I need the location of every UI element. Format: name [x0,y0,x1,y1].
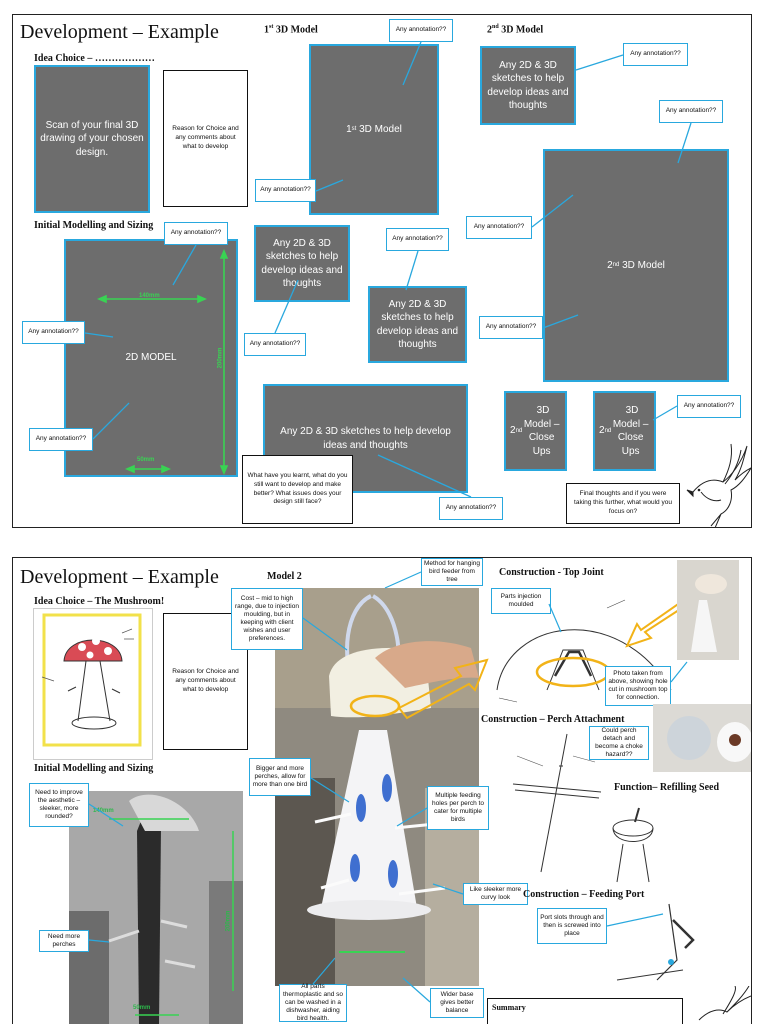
annotation-note-9: Any annotation?? [479,316,543,339]
perch-attachment-sketch [512,733,602,873]
annotation-note-3: Any annotation?? [659,100,723,123]
model-3d-1-heading: 1st 3D Model [264,24,318,36]
idea-choice-mushroom-heading: Idea Choice – The Mushroom! [34,596,165,607]
mushroom-concept-sketch [33,608,153,760]
note-cost: Cost – mid to high range, due to injecti… [231,588,303,650]
scan-final-drawing-box: Scan of your final 3D drawing of your ch… [34,65,150,213]
dimension-label-50-2: 50mm [133,1005,151,1011]
initial-modelling-heading: Initial Modelling and Sizing [34,220,154,231]
dimension-label-200: 200mm [217,347,224,369]
note-thermoplastic: All parts thermoplastic and so can be wa… [279,983,347,1022]
annotation-note-7: Any annotation?? [386,228,449,251]
note-photo-from-above: Photo taken from above, showing hole cut… [605,666,671,706]
note-injection-moulded: Parts injection moulded [491,588,551,614]
sheet-1: Development – Example Idea Choice – …………… [12,14,752,528]
dimension-label-140: 140mm [139,293,160,299]
perch-hole-photo [653,704,751,772]
note-bigger-perches: Bigger and more perches, allow for more … [249,758,311,796]
bird-illustration-2 [698,986,751,1021]
initial-modelling-heading-2: Initial Modelling and Sizing [34,763,154,774]
sheet2-title: Development – Example [20,566,219,588]
refilling-seed-sketch [612,807,654,883]
summary-heading: Summary [492,1003,526,1012]
model-2-heading: Model 2 [267,571,302,582]
note-improve-aesthetic: Need to improve the aesthetic – sleeker,… [29,783,89,827]
note-hanging-method: Method for hanging bird feeder from tree [421,558,483,586]
sketches-box-a: Any 2D & 3D sketches to help develop ide… [254,225,350,302]
note-port-slots: Port slots through and then is screwed i… [537,908,607,944]
yellow-arrow-right [625,600,687,648]
sheet-2: Development – Example Idea Choice – The … [12,557,752,1024]
final-thoughts-box: Final thoughts and if you were taking th… [566,483,680,524]
construction-top-joint-heading: Construction - Top Joint [499,567,604,578]
idea-choice-heading: Idea Choice – ……………… [34,53,155,64]
bird-illustration [686,443,751,527]
function-refill-heading: Function– Refilling Seed [614,782,720,793]
annotation-note-8: Any annotation?? [22,321,85,344]
annotation-note-10: Any annotation?? [244,333,306,356]
initial-model-photo [69,791,243,1024]
dimension-label-140-2: 140mm [93,808,114,814]
annotation-note-12: Any annotation?? [677,395,741,418]
annotation-note-1: Any annotation?? [389,19,453,42]
construction-perch-heading: Construction – Perch Attachment [481,714,625,725]
reason-for-choice-box: Reason for Choice and any comments about… [163,70,248,207]
note-sleeker-look: Like sleeker more curvy look [463,883,528,905]
top-joint-photo [677,560,739,660]
note-need-more-perches: Need more perches [39,930,89,952]
dimension-label-50: 50mm [137,457,155,463]
annotation-note-2: Any annotation?? [623,43,688,66]
annotation-note-5: Any annotation?? [164,222,228,245]
note-choke-hazard: Could perch detach and become a choke ha… [589,726,649,760]
dimension-label-200-2: 200mm [225,910,232,932]
note-multiple-holes: Multiple feeding holes per perch to cate… [427,786,489,830]
yellow-arrow-left [397,658,489,720]
note-wider-base: Wider base gives better balance [430,988,484,1018]
what-have-you-learnt-box: What have you learnt, what do you still … [242,455,353,524]
summary-box: Summary [487,998,683,1024]
sheet1-title: Development – Example [20,21,219,43]
construction-feeding-port-heading: Construction – Feeding Port [523,889,645,900]
sketches-box-b: Any 2D & 3D sketches to help develop ide… [368,286,467,363]
sketches-box-top-right: Any 2D & 3D sketches to help develop ide… [480,46,576,125]
annotation-note-4: Any annotation?? [255,179,316,202]
annotation-note-13: Any annotation?? [439,497,503,520]
feeding-port-sketch [616,903,695,981]
annotation-note-11: Any annotation?? [29,428,93,451]
annotation-note-6: Any annotation?? [466,216,532,239]
model-3d-2-heading: 2nd 3D Model [487,24,544,36]
